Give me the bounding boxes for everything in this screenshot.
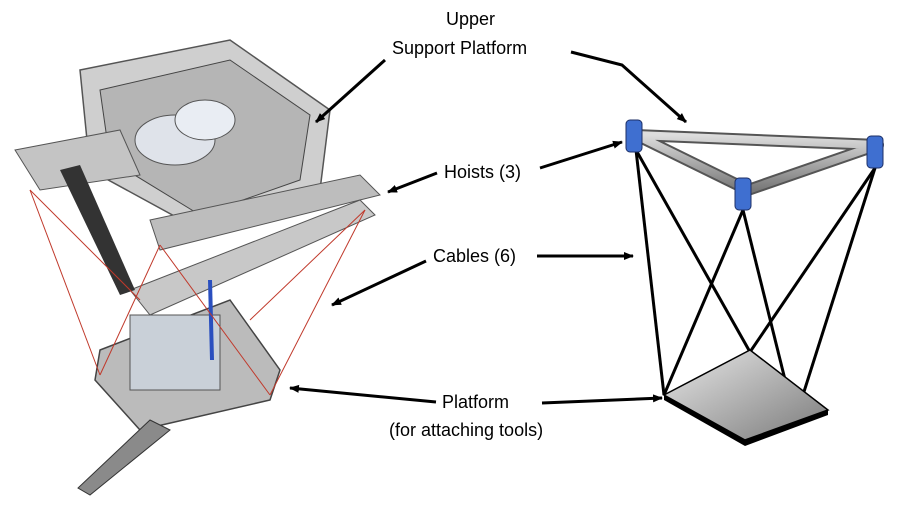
arrow-hoists-right <box>539 140 623 170</box>
hoist-icons <box>625 119 884 211</box>
arrow-cables-left <box>331 259 427 307</box>
label-platform-line2: (for attaching tools) <box>389 420 544 440</box>
platform-plate <box>662 349 830 441</box>
upper-triangle <box>630 129 884 196</box>
label-cables: Cables (6) <box>433 246 517 266</box>
red-cables <box>29 189 366 396</box>
arrow-hoists-left <box>387 171 438 194</box>
arrow-upper-right <box>570 50 687 124</box>
label-platform-line1: Platform <box>442 392 510 412</box>
arrow-platform-left <box>289 384 437 404</box>
hoist-icon <box>625 119 643 153</box>
schematic <box>625 119 884 446</box>
arrows <box>289 50 687 405</box>
machine-illustration <box>14 39 381 496</box>
hoist-icon <box>866 135 884 169</box>
arrow-platform-right <box>541 394 663 405</box>
arrow-upper-left <box>314 58 387 124</box>
label-upper-line2: Support Platform <box>392 38 528 58</box>
label-upper-line1: Upper <box>446 9 496 29</box>
hoist-icon <box>734 177 752 211</box>
schematic-cables <box>634 149 877 421</box>
label-hoists: Hoists (3) <box>444 162 522 182</box>
